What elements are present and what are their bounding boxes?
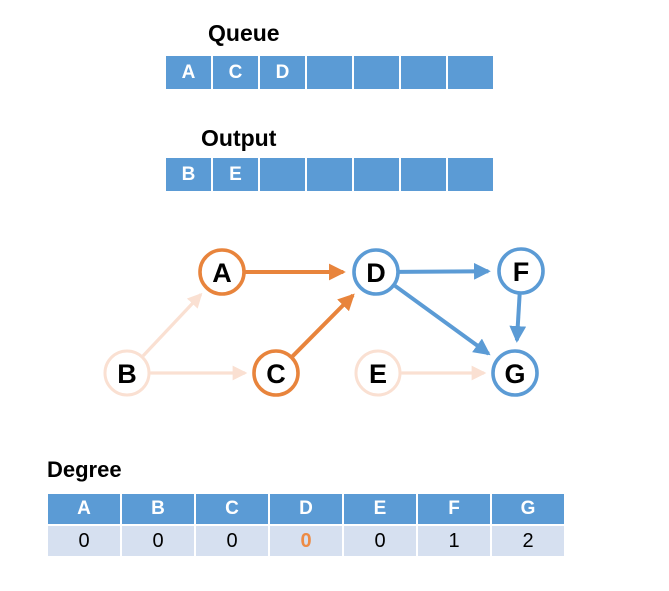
- output-cell[interactable]: E: [213, 158, 258, 191]
- queue-cell[interactable]: [401, 56, 446, 89]
- degree-value-cell: 0: [196, 526, 268, 556]
- graph-node-circle: [103, 349, 151, 397]
- graph-edge-d-f: [399, 262, 491, 280]
- graph-node-label: G: [504, 359, 525, 389]
- degree-column-header: G: [492, 494, 564, 524]
- degree-value-cell: 0: [270, 526, 342, 556]
- degree-value-cell: 0: [344, 526, 416, 556]
- graph-node-label: F: [513, 257, 530, 287]
- output-cell[interactable]: [401, 158, 446, 191]
- graph-node-label: C: [266, 359, 286, 389]
- graph-nodes: A B C D E F G: [103, 247, 545, 397]
- graph-node-circle: [354, 349, 402, 397]
- degree-column-header: E: [344, 494, 416, 524]
- queue-cell[interactable]: [448, 56, 493, 89]
- output-cell[interactable]: [307, 158, 352, 191]
- graph-node-label: A: [212, 258, 232, 288]
- output-label: Output: [201, 125, 277, 151]
- degree-column-header: D: [270, 494, 342, 524]
- degree-column-header: B: [122, 494, 194, 524]
- graph-node-circle: [497, 247, 545, 295]
- output-cell[interactable]: [354, 158, 399, 191]
- degree-column-header: A: [48, 494, 120, 524]
- output-cell[interactable]: B: [166, 158, 211, 191]
- graph-node-circle: [491, 349, 539, 397]
- graph-node-b[interactable]: B: [103, 349, 151, 397]
- output-cell[interactable]: [260, 158, 305, 191]
- graph-node-f[interactable]: F: [497, 247, 545, 295]
- queue-cell[interactable]: D: [260, 56, 305, 89]
- graph-node-g[interactable]: G: [491, 349, 539, 397]
- graph-edge-c-d: [291, 293, 355, 358]
- graph-node-a[interactable]: A: [198, 248, 246, 296]
- graph-node-c[interactable]: C: [252, 349, 300, 397]
- graph-node-e[interactable]: E: [354, 349, 402, 397]
- queue-label: Queue: [208, 20, 280, 46]
- graph-node-circle: [198, 248, 246, 296]
- queue-cell[interactable]: A: [166, 56, 211, 89]
- degree-column-header: C: [196, 494, 268, 524]
- degree-value-cell: 2: [492, 526, 564, 556]
- graph-edge-b-a: [141, 292, 203, 357]
- queue-cell[interactable]: [354, 56, 399, 89]
- output-cell[interactable]: [448, 158, 493, 191]
- graph-edges: [141, 262, 527, 381]
- graph-node-label: D: [366, 258, 386, 288]
- graph-node-circle: [352, 248, 400, 296]
- graph-edge-f-g: [509, 294, 527, 343]
- graph-node-label: E: [369, 359, 387, 389]
- degree-value-cell: 0: [122, 526, 194, 556]
- graph-edge-d-g: [393, 284, 491, 356]
- graph-node-d[interactable]: D: [352, 248, 400, 296]
- degree-value-cell: 1: [418, 526, 490, 556]
- degree-label: Degree: [47, 457, 122, 482]
- graph-node-circle: [252, 349, 300, 397]
- degree-value-cell: 0: [48, 526, 120, 556]
- degree-column-header: F: [418, 494, 490, 524]
- queue-cell[interactable]: C: [213, 56, 258, 89]
- queue-cell[interactable]: [307, 56, 352, 89]
- graph-node-label: B: [117, 359, 137, 389]
